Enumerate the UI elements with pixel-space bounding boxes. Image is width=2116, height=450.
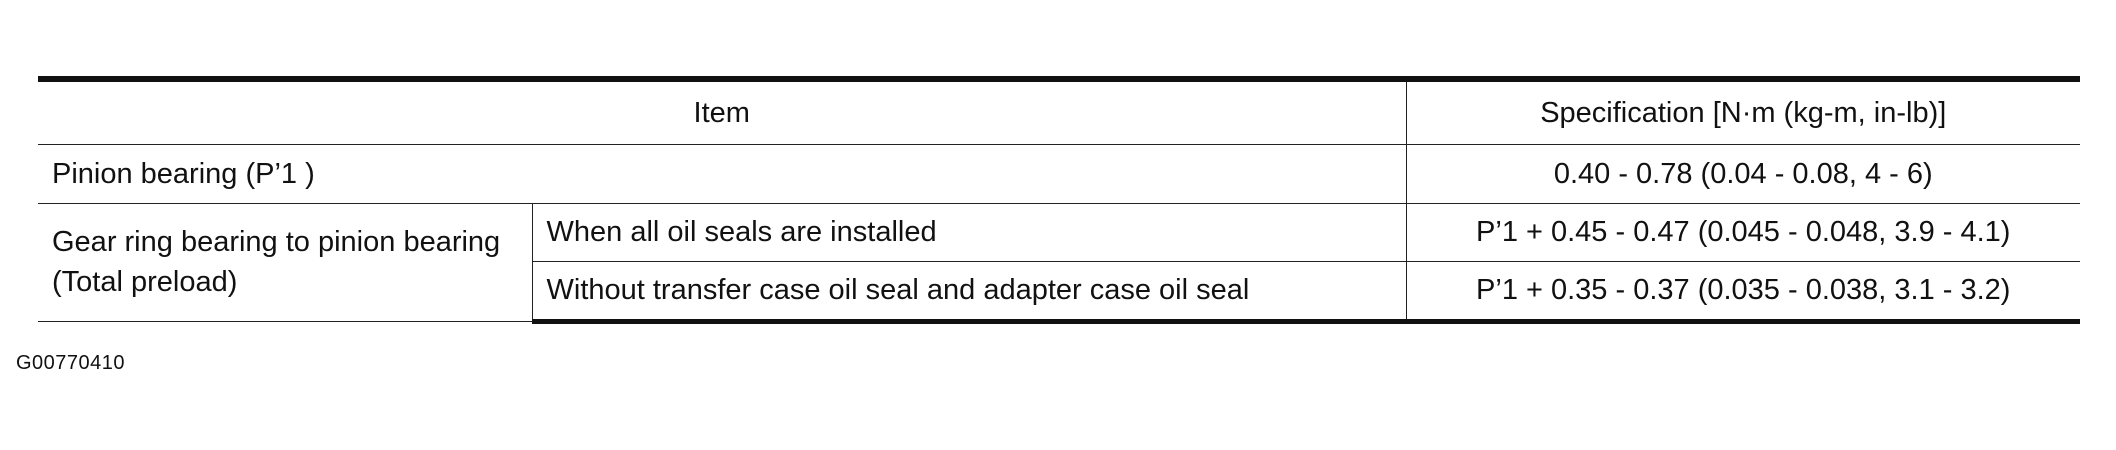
spec-without-seals: P’1 + 0.35 - 0.37 (0.035 - 0.038, 3.1 - … bbox=[1405, 261, 2080, 324]
specification-table: Item Specification [N·m (kg-m, in-lb)] P… bbox=[38, 76, 2080, 324]
spec-pinion-bearing: 0.40 - 0.78 (0.04 - 0.08, 4 - 6) bbox=[1405, 144, 2080, 204]
spec-all-seals-installed: P’1 + 0.45 - 0.47 (0.045 - 0.048, 3.9 - … bbox=[1405, 203, 2080, 262]
item-gear-ring-bearing: Gear ring bearing to pinion bearing (Tot… bbox=[38, 203, 533, 322]
condition-all-seals-installed: When all oil seals are installed bbox=[531, 203, 1407, 262]
table-header-row: Item Specification [N·m (kg-m, in-lb)] bbox=[38, 76, 2080, 145]
table-row: Pinion bearing (P’1 ) 0.40 - 0.78 (0.04 … bbox=[38, 144, 2080, 204]
table-row: Without transfer case oil seal and adapt… bbox=[38, 261, 2080, 324]
item-pinion-bearing: Pinion bearing (P’1 ) bbox=[38, 144, 1407, 204]
header-item: Item bbox=[38, 76, 1407, 145]
condition-without-seals: Without transfer case oil seal and adapt… bbox=[532, 261, 1407, 324]
table-row: Gear ring bearing to pinion bearing (Tot… bbox=[38, 203, 2080, 322]
header-specification: Specification [N·m (kg-m, in-lb)] bbox=[1405, 76, 2080, 145]
figure-code: G00770410 bbox=[16, 352, 126, 374]
